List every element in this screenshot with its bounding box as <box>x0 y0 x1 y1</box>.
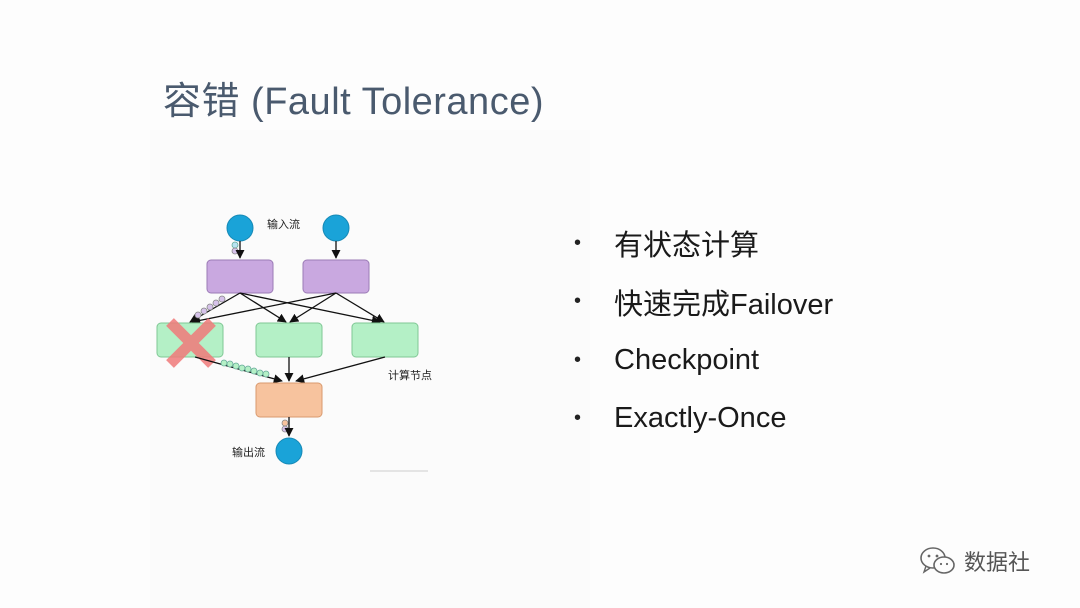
edge <box>239 292 381 325</box>
bullet-dot-icon: • <box>574 348 582 371</box>
slide-title: 容错 (Fault Tolerance) <box>163 81 544 123</box>
divider <box>370 470 428 472</box>
diagram-background <box>150 130 590 608</box>
record-bubble <box>262 370 270 378</box>
source-node-2 <box>322 214 350 242</box>
source-node-1 <box>226 214 254 242</box>
bullet-dot-icon: • <box>574 407 582 430</box>
record-bubble <box>250 367 258 375</box>
edge <box>194 356 283 384</box>
record-bubble <box>226 360 234 368</box>
output-stream-label: 输出流 <box>232 445 265 459</box>
record-bubble <box>281 419 289 427</box>
input-stream-label: 输入流 <box>267 217 300 231</box>
record-bubble <box>232 362 240 370</box>
record-bubble <box>220 359 228 367</box>
record-bubble <box>194 311 202 319</box>
record-bubble <box>238 364 246 372</box>
record-bubble <box>231 241 239 249</box>
wechat-icon <box>920 547 955 574</box>
record-bubble <box>212 299 220 307</box>
operator-node-1 <box>206 259 274 294</box>
bullet-dot-icon: • <box>574 290 582 313</box>
watermark: 数据社 <box>918 544 1030 578</box>
edge <box>295 356 386 384</box>
compute-node-label: 计算节点 <box>388 368 432 382</box>
bullet-text: 快速完成Failover <box>614 288 834 321</box>
bullet-dot-icon: • <box>574 231 582 254</box>
edge <box>289 292 337 323</box>
bullet-text: Checkpoint <box>614 343 760 376</box>
operator-node-2 <box>302 259 370 294</box>
watermark-text: 数据社 <box>964 551 1031 576</box>
sink-node <box>255 382 323 418</box>
record-bubble <box>231 247 239 255</box>
bullet-text: 有状态计算 <box>614 230 760 263</box>
failure-cross-icon <box>166 318 216 368</box>
record-bubble <box>256 369 264 377</box>
edge <box>335 292 385 323</box>
output-node <box>275 437 303 465</box>
bullet-item: • Checkpoint <box>574 331 833 390</box>
edge <box>191 292 337 325</box>
record-bubble <box>218 295 226 303</box>
record-bubble <box>206 303 214 311</box>
compute-node-2 <box>255 322 323 358</box>
record-bubble <box>244 365 252 373</box>
compute-node-3 <box>351 322 419 358</box>
bullet-item: • 有状态计算 <box>574 214 833 273</box>
bullet-item: • 快速完成Failover <box>574 273 833 332</box>
bullet-text: Exactly-Once <box>614 402 787 435</box>
bullet-list: • 有状态计算 • 快速完成Failover • Checkpoint • Exactl… <box>574 214 833 448</box>
record-bubble <box>281 425 289 433</box>
record-bubble <box>200 307 208 315</box>
bullet-item: • Exactly-Once <box>574 390 833 449</box>
